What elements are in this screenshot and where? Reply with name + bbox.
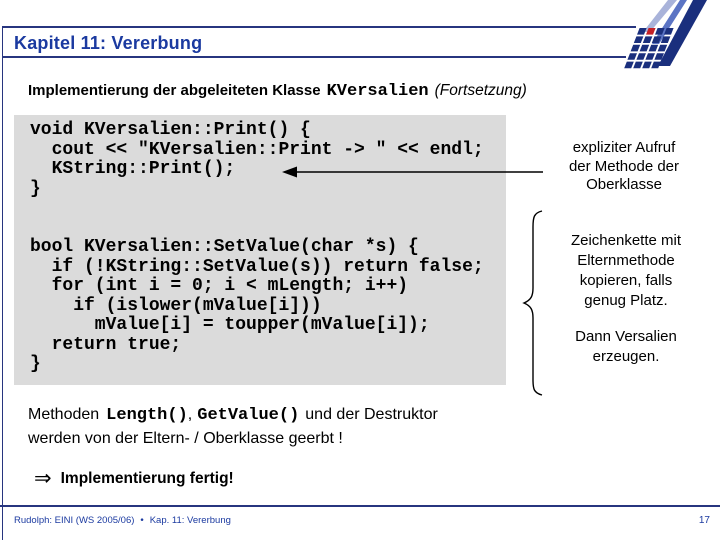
conclusion-line: ⇒ Implementierung fertig! (34, 468, 234, 489)
arrow-head-icon (282, 166, 297, 178)
logo-tile (648, 44, 659, 52)
code-block-panel: void KVersalien::Print() { cout << "KVer… (14, 115, 506, 385)
logo-tile (655, 28, 665, 35)
logo-stripe-dark-icon (658, 0, 707, 66)
footer-author-course: Rudolph: EINI (WS 2005/06) (14, 515, 135, 526)
logo-tile (660, 36, 671, 43)
university-logo (624, 0, 707, 69)
page-number: 17 (698, 515, 710, 526)
header-top-rule (2, 26, 636, 28)
conclusion-text: Implementierung fertig! (60, 469, 234, 487)
brace-path (522, 210, 543, 396)
grouping-brace-icon (522, 210, 543, 396)
chapter-heading: Kapitel 11: Vererbung (14, 33, 203, 53)
logo-tile (627, 53, 637, 60)
logo-tile (651, 36, 662, 43)
logo-tile (639, 44, 650, 52)
note-method-getvalue: GetValue() (197, 406, 300, 425)
footer-bullet-icon: • (139, 516, 145, 526)
slide-title-text: Implementierung der abgeleiteten Klasse (28, 82, 321, 99)
logo-tile (630, 44, 641, 52)
footer-chapter: Kap. 11: Vererbung (149, 515, 231, 526)
inheritance-note: Methoden Length(),GetValue() und der Destr… (28, 404, 508, 450)
logo-tile (633, 61, 643, 69)
footer: Rudolph: EINI (WS 2005/06) • Kap. 11: Vere… (14, 515, 231, 526)
callout-copy-string: Zeichenkette mit Elternmethode kopieren,… (570, 232, 682, 309)
slide-title-suffix: (Fortsetzung) (434, 82, 527, 99)
logo-tile (651, 61, 661, 69)
inheritance-note-line1: Methoden Length(),GetValue() und der Destr… (28, 404, 508, 428)
logo-tile (642, 36, 653, 43)
logo-tile (646, 28, 656, 35)
header-bottom-rule (2, 56, 626, 58)
logo-tile (642, 61, 652, 69)
logo-tile (636, 53, 646, 60)
logo-tile (645, 53, 655, 60)
note-method-length: Length() (106, 406, 188, 425)
logo-tile (664, 28, 674, 35)
code-listing: void KVersalien::Print() { cout << "KVer… (30, 120, 484, 374)
note-prefix: Methoden (28, 406, 100, 423)
logo-stripe-light-icon (643, 0, 677, 32)
implies-arrow-icon: ⇒ (34, 466, 52, 490)
callout-explicit-call: expliziter Aufruf der Methode der Oberkl… (568, 139, 680, 193)
callout-then-uppercase: Dann Versalien erzeugen. (575, 328, 677, 365)
note-separator: , (187, 406, 193, 423)
logo-tile (633, 36, 644, 43)
logo-tiles (624, 28, 674, 69)
inheritance-note-line2: werden von der Eltern- / Oberklasse geer… (28, 429, 343, 447)
slide-title-classname: KVersalien (326, 82, 429, 101)
logo-tile (657, 44, 668, 52)
footer-rule (0, 505, 720, 507)
logo-tile (637, 28, 647, 35)
logo-tile (624, 61, 634, 69)
left-border-line (2, 26, 3, 540)
logo-tile (654, 53, 664, 60)
note-suffix: und der Destruktor (305, 406, 438, 423)
callout-arrow (282, 166, 543, 178)
slide-title: Implementierung der abgeleiteten Klasse K… (28, 82, 527, 101)
